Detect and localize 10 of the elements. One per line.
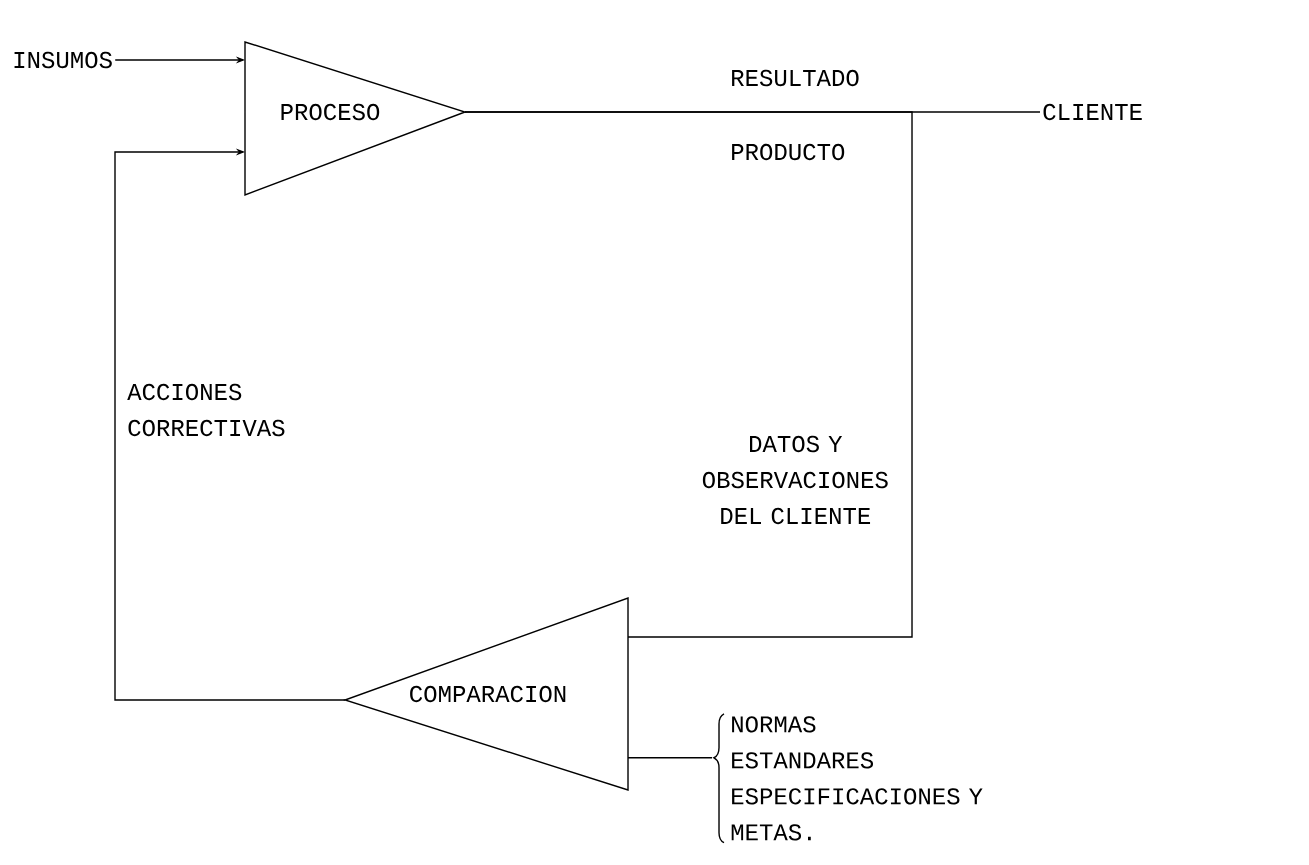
- node-text: INSUMOS: [14, 51, 112, 69]
- bracketed-list: NORMAS ESTANDARES ESPECIFICACIONES Y METAS.: [713, 713, 983, 844]
- edge-label: ACCIONES CORRECTIVAS: [125, 381, 305, 439]
- connector: [627, 757, 713, 759]
- edge-label: DATOS Y OBSERVACIONES DEL CLIENTE: [690, 433, 900, 527]
- edge-label: RESULTADO: [728, 67, 862, 89]
- node-text: CLIENTE: [1043, 103, 1142, 121]
- connector: [114, 148, 346, 701]
- connector: [464, 111, 913, 638]
- text-label: PRODUCTO: [732, 143, 845, 161]
